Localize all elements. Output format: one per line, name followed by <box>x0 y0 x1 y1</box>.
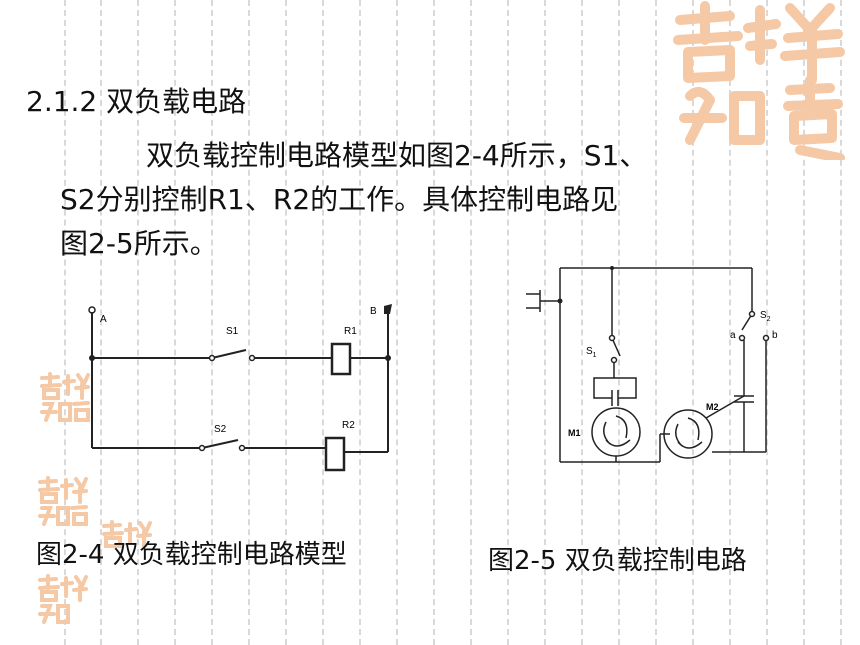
section-body: 双负载控制电路模型如图2-4所示，S1、 S2分别控制R1、R2的工作。具体控制… <box>60 134 840 266</box>
body-line: 图2-5所示。 <box>60 227 218 260</box>
node-label-a: A <box>100 314 107 325</box>
resistor-label-r2: R2 <box>342 420 355 431</box>
contact-label-b: b <box>772 330 778 341</box>
figure-2-5-caption: 图2-5 双负载控制电路 <box>488 546 747 576</box>
switch-label-s1: S1 <box>226 326 239 337</box>
seal-small-icon <box>102 520 152 548</box>
switch-label-s2: S2 <box>214 424 227 435</box>
resistor-label-r1: R1 <box>344 326 357 337</box>
figure-2-4-caption: 图2-4 双负载控制电路模型 <box>36 540 347 570</box>
body-line: S2分别控制R1、R2的工作。具体控制电路见 <box>60 183 619 216</box>
section-heading: 2.1.2 双负载电路 <box>26 85 247 118</box>
switch-label-s2: S2 <box>760 310 771 323</box>
contact-label-a: a <box>730 330 736 341</box>
node-label-b: B <box>370 306 377 317</box>
seal-logo <box>673 1 845 160</box>
motor-label-m2: M2 <box>706 402 719 412</box>
seal-small-icon <box>38 476 88 526</box>
seal-small-icon <box>40 372 90 422</box>
switch-label-s1: S1 <box>586 346 597 359</box>
motor-label-m1: M1 <box>568 428 581 438</box>
figure-2-5-diagram: S1 S2 a b M1 M2 <box>526 266 778 463</box>
body-line: 双负载控制电路模型如图2-4所示，S1、 <box>146 139 648 172</box>
figure-2-4-diagram: A B S1 R1 S2 R2 <box>88 304 392 472</box>
seal-small-icon <box>38 574 88 624</box>
